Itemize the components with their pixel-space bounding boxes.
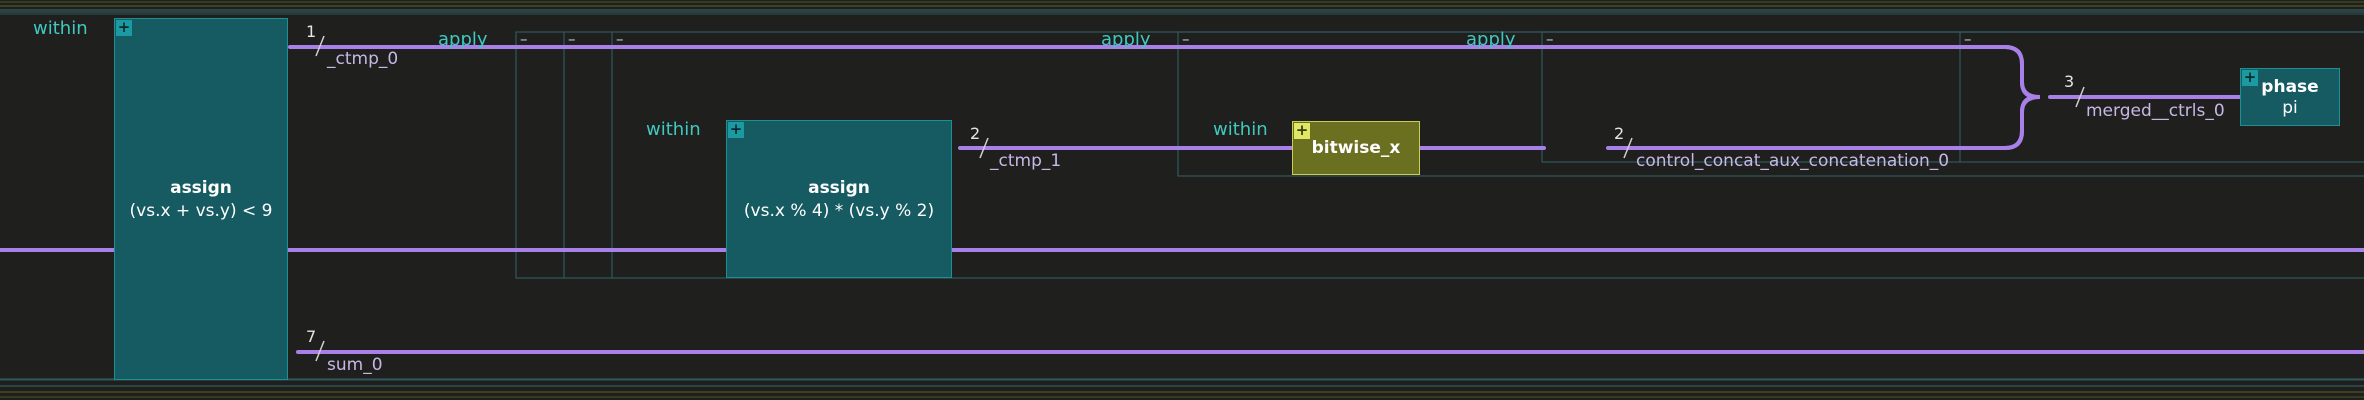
count-sum0: 7 xyxy=(306,327,317,346)
count-ctmp0: 1 xyxy=(306,22,317,41)
count-merged: 3 xyxy=(2064,72,2075,91)
gate-expression: (vs.x + vs.y) < 9 xyxy=(129,200,273,221)
count-ctmp1: 2 xyxy=(970,124,981,143)
collapse-toggle-1[interactable]: – xyxy=(520,30,528,48)
wire-concat[interactable] xyxy=(1606,95,2039,150)
expand-icon[interactable]: + xyxy=(1294,121,1310,139)
bitwise-x-gate[interactable]: + bitwise_x xyxy=(1292,121,1420,175)
assign-gate-1[interactable]: + assign (vs.x + vs.y) < 9 xyxy=(114,18,288,380)
gate-expression: pi xyxy=(2282,97,2298,118)
within-label-2: within xyxy=(646,119,701,140)
within-label-3: within xyxy=(1213,119,1268,140)
wire-label-ctmp1: _ctmp_1 xyxy=(990,151,1062,171)
collapse-toggle-4[interactable]: – xyxy=(1182,30,1190,48)
count-concat: 2 xyxy=(1614,124,1625,143)
within-label-1: within xyxy=(33,18,88,39)
slash-merged xyxy=(2075,86,2085,108)
slash-concat xyxy=(1623,137,1633,159)
slash-ctmp1 xyxy=(979,137,989,159)
wire-label-merged: merged__ctrls_0 xyxy=(2086,101,2225,121)
phase-gate[interactable]: + phase pi xyxy=(2240,68,2340,126)
gate-title: bitwise_x xyxy=(1311,138,1401,158)
apply-label-3: apply xyxy=(1466,29,1516,50)
assign-gate-2[interactable]: + assign (vs.x % 4) * (vs.y % 2) xyxy=(726,120,952,278)
expand-icon[interactable]: + xyxy=(116,18,132,36)
apply-scope-right xyxy=(1541,31,2364,163)
collapse-toggle-2[interactable]: – xyxy=(568,30,576,48)
merge-brace xyxy=(2004,45,2041,150)
gate-title: phase xyxy=(2261,76,2319,97)
collapse-toggle-6[interactable]: – xyxy=(1964,30,1972,48)
collapse-toggle-5[interactable]: – xyxy=(1546,30,1554,48)
gate-title: assign xyxy=(808,177,870,198)
wire-label-ctmp0: _ctmp_0 xyxy=(327,49,399,69)
expand-icon[interactable]: + xyxy=(2242,68,2258,86)
top-rails xyxy=(0,1,2364,15)
gate-expression: (vs.x % 4) * (vs.y % 2) xyxy=(743,200,935,221)
apply-label-2: apply xyxy=(1101,29,1151,50)
wire-label-concat: control_concat_aux_concatenation_0 xyxy=(1636,151,1950,171)
bottom-rails xyxy=(0,379,2364,398)
slash-sum0 xyxy=(315,340,325,362)
collapse-toggle-3[interactable]: – xyxy=(616,30,624,48)
expand-icon[interactable]: + xyxy=(728,120,744,138)
outer-within-scope xyxy=(0,11,2364,380)
slash-ctmp0 xyxy=(315,35,325,57)
apply-label-1: apply xyxy=(438,29,488,50)
wire-ctmp0[interactable] xyxy=(288,45,2039,99)
gate-title: assign xyxy=(170,177,232,198)
wire-label-sum0: sum_0 xyxy=(327,355,383,375)
